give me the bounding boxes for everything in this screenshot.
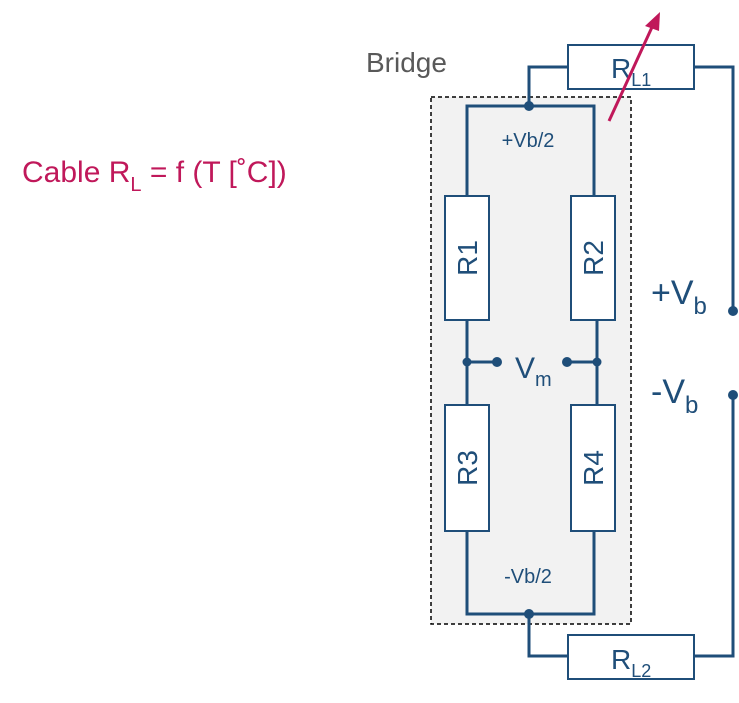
bottom-node-label: -Vb/2 bbox=[504, 566, 552, 588]
variable-resistance-arrowhead bbox=[645, 12, 660, 31]
variable-resistance-arrow bbox=[607, 24, 655, 122]
junction-dot-left bbox=[462, 357, 472, 367]
cable-resistor-rl1 bbox=[567, 44, 695, 90]
junction-dot-right bbox=[592, 357, 602, 367]
supply-negative-terminal bbox=[728, 390, 738, 400]
vm-terminal-left bbox=[492, 357, 502, 367]
resistor-r3-label: R3 bbox=[452, 450, 483, 486]
top-node-label: +Vb/2 bbox=[502, 130, 555, 152]
resistor-r3 bbox=[444, 404, 490, 532]
cable-resistor-rl2-label: RL2 bbox=[611, 644, 651, 681]
supply-positive-terminal bbox=[728, 306, 738, 316]
resistor-r4 bbox=[570, 404, 616, 532]
supply-negative-label: -Vb bbox=[651, 373, 698, 419]
resistor-r1 bbox=[444, 195, 490, 321]
cable-top-wire bbox=[527, 65, 735, 313]
vm-terminal-right bbox=[562, 357, 572, 367]
resistor-r2 bbox=[570, 195, 616, 321]
cable-resistor-rl2 bbox=[567, 634, 695, 680]
cable-resistor-rl1-label: RL1 bbox=[611, 53, 651, 90]
resistor-r4-label: R4 bbox=[578, 450, 609, 486]
cable-bottom-wire bbox=[527, 393, 735, 658]
cable-resistance-label: Cable RL = f (T [˚C]) bbox=[22, 156, 287, 196]
bridge-label: Bridge bbox=[366, 47, 447, 78]
junction-dot-top bbox=[524, 101, 534, 111]
supply-positive-label: +Vb bbox=[651, 274, 707, 320]
resistor-r1-label: R1 bbox=[452, 240, 483, 276]
vm-label: Vm bbox=[515, 352, 552, 391]
junction-dot-bottom bbox=[524, 609, 534, 619]
resistor-r2-label: R2 bbox=[578, 240, 609, 276]
